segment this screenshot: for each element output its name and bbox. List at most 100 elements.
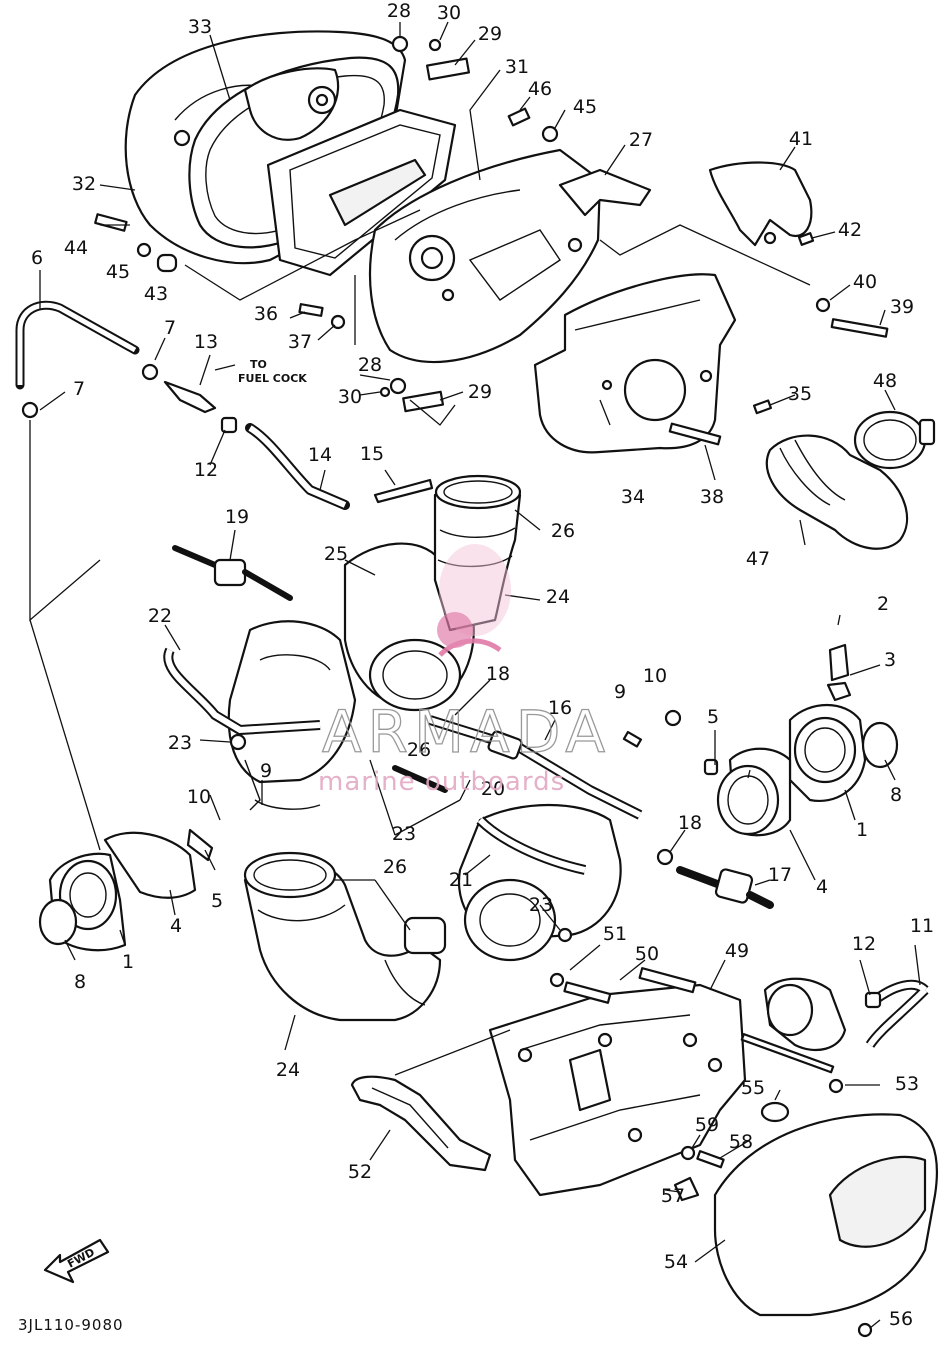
callout-24: 24 — [546, 586, 570, 608]
callout-32: 32 — [72, 173, 96, 195]
callout-18b: 18 — [678, 812, 702, 834]
cover-fasteners — [668, 232, 889, 446]
callout-15: 15 — [360, 443, 384, 465]
callout-54: 54 — [664, 1251, 688, 1273]
air-cleaner-case-27 — [368, 148, 652, 364]
air-filter-element-31 — [266, 108, 457, 277]
callout-51: 51 — [603, 923, 627, 945]
callout-34: 34 — [621, 486, 645, 508]
engine-bracket-49 — [488, 983, 747, 1197]
right-hoses-17-18 — [622, 709, 774, 909]
callout-44: 44 — [64, 237, 88, 259]
intake-joint-47-48 — [765, 410, 936, 550]
intake-manifold-right-1 — [716, 643, 899, 837]
callout-39: 39 — [890, 296, 914, 318]
callout-33: 33 — [188, 16, 212, 38]
footrest-bracket-52 — [350, 1075, 492, 1172]
right-intake-11-12 — [763, 977, 929, 1052]
callout-5: 5 — [707, 706, 719, 728]
callout-28b: 28 — [358, 354, 382, 376]
side-cover-54 — [713, 1113, 939, 1338]
callout-12: 12 — [194, 459, 218, 481]
callout-18: 18 — [486, 663, 510, 685]
callout-37: 37 — [288, 331, 312, 353]
callout-56: 56 — [889, 1308, 913, 1330]
callout-20: 20 — [481, 778, 505, 800]
callout-52: 52 — [348, 1161, 372, 1183]
callout-43: 43 — [144, 283, 168, 305]
callout-45b: 45 — [106, 261, 130, 283]
callout-26c: 26 — [383, 856, 407, 878]
callout-21: 21 — [449, 869, 473, 891]
callout-8b: 8 — [74, 971, 86, 993]
callout-28: 28 — [387, 0, 411, 22]
callout-7: 7 — [164, 317, 176, 339]
callout-48: 48 — [873, 370, 897, 392]
callout-6: 6 — [31, 247, 43, 269]
callout-19: 19 — [225, 506, 249, 528]
cover-bracket-41 — [708, 161, 813, 247]
intake-joint-24-lower — [243, 851, 447, 1022]
callout-35: 35 — [788, 383, 812, 405]
bottom-bolts — [549, 967, 844, 1202]
callout-29b: 29 — [468, 381, 492, 403]
callout-31: 31 — [505, 56, 529, 78]
callout-58: 58 — [729, 1131, 753, 1153]
callout-45: 45 — [573, 96, 597, 118]
callout-53: 53 — [895, 1073, 919, 1095]
callout-8: 8 — [890, 784, 902, 806]
hoses-left — [15, 300, 434, 510]
callout-50: 50 — [635, 943, 659, 965]
fwd-arrow: FWD — [43, 1238, 110, 1284]
callout-2: 2 — [877, 593, 889, 615]
callout-7b: 7 — [73, 378, 85, 400]
callout-41: 41 — [789, 128, 813, 150]
callout-16: 16 — [548, 697, 572, 719]
callout-30b: 30 — [338, 386, 362, 408]
air-cleaner-gasket-33 — [188, 56, 400, 249]
callout-26b: 26 — [407, 739, 431, 761]
callout-9b: 9 — [260, 760, 272, 782]
watermark-logo-icon — [437, 544, 511, 657]
callout-42: 42 — [838, 219, 862, 241]
intake-joint-24-26-upper — [433, 474, 522, 632]
side-cover-34 — [533, 273, 737, 454]
callout-38: 38 — [700, 486, 724, 508]
callout-59: 59 — [695, 1114, 719, 1136]
callout-26: 26 — [551, 520, 575, 542]
callout-23: 23 — [168, 732, 192, 754]
callout-27: 27 — [629, 129, 653, 151]
callout-1b: 1 — [122, 951, 134, 973]
callout-13: 13 — [194, 331, 218, 353]
callout-14: 14 — [308, 444, 332, 466]
leader-lines — [29, 21, 921, 1329]
fuel-note-line1: TO — [250, 358, 267, 371]
callout-22: 22 — [148, 605, 172, 627]
fuel-hose-16 — [392, 715, 643, 820]
fuel-note-line2: FUEL COCK — [238, 372, 307, 385]
callout-10b: 10 — [187, 786, 211, 808]
watermark-tagline: marine outboards — [318, 767, 565, 797]
callout-55: 55 — [741, 1077, 765, 1099]
callout-23c: 23 — [529, 894, 553, 916]
fuel-hose-22 — [163, 647, 321, 751]
callout-3: 3 — [884, 649, 896, 671]
callout-25: 25 — [324, 543, 348, 565]
callout-36: 36 — [254, 303, 278, 325]
carburetor-assy-front — [227, 620, 357, 811]
callout-30: 30 — [437, 2, 461, 24]
callout-47: 47 — [746, 548, 770, 570]
drawing-code: 3JL110-9080 — [18, 1316, 124, 1334]
callout-4: 4 — [816, 876, 828, 898]
callout-1: 1 — [856, 819, 868, 841]
callout-11: 11 — [910, 915, 934, 937]
callout-57: 57 — [661, 1185, 685, 1207]
callout-4b: 4 — [170, 915, 182, 937]
callout-23b: 23 — [392, 823, 416, 845]
callout-29: 29 — [478, 23, 502, 45]
watermark-brand: ARMADA — [322, 698, 611, 766]
callout-5b: 5 — [211, 890, 223, 912]
callout-46: 46 — [528, 78, 552, 100]
carburetor-mid-21-23 — [457, 803, 622, 962]
